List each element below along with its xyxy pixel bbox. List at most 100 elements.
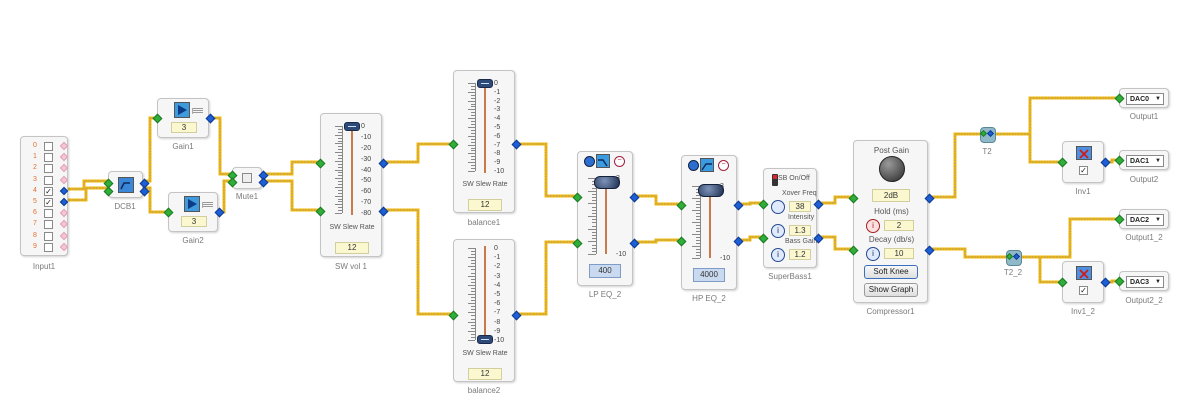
output2-2-dac-select[interactable]: DAC3 <box>1126 276 1164 288</box>
xover-value[interactable]: 38 <box>789 201 811 212</box>
output2-2-block[interactable]: DAC3 <box>1114 271 1169 291</box>
eq-gain-track[interactable] <box>709 186 711 258</box>
input-channel-pin[interactable] <box>59 220 69 229</box>
input-channel-checkbox[interactable] <box>44 209 53 219</box>
eq-frequency-value[interactable]: 400 <box>589 264 621 278</box>
input-channel-checkbox[interactable] <box>44 242 53 252</box>
output1-dac-select[interactable]: DAC0 <box>1126 93 1164 105</box>
inv1-2-block[interactable]: ✓ <box>1057 261 1111 303</box>
gain2-block[interactable]: 3 <box>163 192 225 232</box>
slew-rate-value[interactable]: 12 <box>468 368 502 380</box>
slider-tick-label: 0 <box>494 245 498 252</box>
xover-knob-icon[interactable] <box>771 200 785 214</box>
hold-value[interactable]: 2 <box>884 220 914 231</box>
input-channel-pin[interactable] <box>59 175 69 184</box>
soft-knee-button[interactable]: Soft Knee <box>864 265 918 279</box>
input-channel-label: 4 <box>33 186 37 194</box>
slider-track[interactable] <box>351 124 353 215</box>
wire-comp-t2[interactable] <box>928 132 980 199</box>
mute-checkbox-icon[interactable] <box>242 173 252 183</box>
input-channel-pin[interactable] <box>59 197 69 207</box>
invert-icon <box>1076 146 1092 160</box>
slider-knob[interactable] <box>477 79 493 88</box>
slider-tick-label: -8 <box>494 150 501 158</box>
output1-block[interactable]: DAC0 <box>1114 88 1169 108</box>
slider-track[interactable] <box>484 246 486 342</box>
input-channel-checkbox[interactable]: ✓ <box>44 186 53 196</box>
post-gain-knob[interactable] <box>879 156 905 182</box>
wire-t2-2-inv1-2[interactable] <box>1020 255 1062 284</box>
input-channel-checkbox[interactable] <box>44 231 53 241</box>
dcb1-block[interactable] <box>103 171 150 198</box>
bassgain-knob-icon[interactable]: i <box>771 248 785 262</box>
bassgain-value[interactable]: 1.2 <box>789 249 811 260</box>
slew-rate-value[interactable]: 12 <box>335 242 369 254</box>
slider-knob[interactable] <box>477 335 493 344</box>
intensity-value[interactable]: 1.3 <box>789 225 811 236</box>
decay-knob-icon[interactable]: i <box>866 247 880 261</box>
input-channel-checkbox[interactable] <box>44 220 53 230</box>
decay-value[interactable]: 10 <box>884 248 914 259</box>
t2-2-splitter[interactable] <box>1005 250 1022 266</box>
eq-frequency-value[interactable]: 4000 <box>693 268 725 282</box>
eq-gain-track[interactable] <box>605 178 607 254</box>
slider-knob[interactable] <box>344 122 360 131</box>
eq-gain-knob[interactable] <box>594 176 620 189</box>
input-channel-pin[interactable] <box>59 186 69 196</box>
input-channel-pin[interactable] <box>59 164 69 173</box>
wire-lpeq-hpeq-1[interactable] <box>633 194 681 206</box>
wire-mute1-swvol-1[interactable] <box>262 160 320 176</box>
lpeq-settings-icon[interactable] <box>584 156 595 167</box>
input-channel-pin[interactable] <box>59 231 69 240</box>
slider-scale <box>335 126 343 214</box>
intensity-knob-icon[interactable]: i <box>771 224 785 238</box>
input-channel-pin[interactable] <box>59 208 69 218</box>
decay-label: Decay (db/s) <box>868 235 915 244</box>
inv1-block[interactable]: ✓ <box>1057 141 1111 183</box>
output1-2-dac-select[interactable]: DAC2 <box>1126 214 1164 226</box>
input-channel-checkbox[interactable] <box>44 142 53 151</box>
wire-input5-dcb1-dash <box>66 187 108 201</box>
input-channel-pin[interactable] <box>59 152 69 162</box>
slider-track[interactable] <box>484 81 486 173</box>
t2-splitter[interactable] <box>979 127 996 143</box>
hold-knob-icon[interactable]: i <box>866 219 880 233</box>
sb-toggle-switch[interactable] <box>772 174 778 186</box>
wire-mute1-swvol-2[interactable] <box>262 179 320 212</box>
wire-superbass-comp-2-dash <box>817 236 853 250</box>
input-channel-checkbox[interactable] <box>44 175 53 185</box>
compressor1-block[interactable]: Post Gain 2dB Hold (ms) i 2 Decay (db/s)… <box>848 140 935 303</box>
slew-rate-value[interactable]: 12 <box>468 199 502 211</box>
slider-tick-label: -6 <box>494 300 501 308</box>
show-graph-button[interactable]: Show Graph <box>864 283 918 297</box>
input-channel-label: 1 <box>33 153 37 161</box>
input-channel-checkbox[interactable] <box>44 164 53 174</box>
output2-block[interactable]: DAC1 <box>1114 150 1169 170</box>
output1-2-block[interactable]: DAC2 <box>1114 209 1169 229</box>
inv1-2-checkbox[interactable]: ✓ <box>1079 286 1088 295</box>
input-channel-pin[interactable] <box>59 141 69 151</box>
output2-dac-select[interactable]: DAC1 <box>1126 155 1164 167</box>
input-channel-checkbox[interactable] <box>44 153 53 163</box>
mute1-block[interactable] <box>227 167 269 189</box>
wire-t2-inv1[interactable] <box>994 132 1062 164</box>
gain2-value[interactable]: 3 <box>181 216 207 227</box>
gain1-value[interactable]: 3 <box>171 122 197 133</box>
eq-gain-knob[interactable] <box>698 184 724 197</box>
wire-t2-2-inv1-2-dash <box>1020 256 1062 283</box>
gain1-block[interactable]: 3 <box>152 98 216 138</box>
wire-comp-t2-2[interactable] <box>928 247 1006 259</box>
input-channel-pin[interactable] <box>59 242 69 252</box>
superbass1-block[interactable]: SB On/Off Xover Freq 38 Intensity i 1.3 … <box>758 168 824 268</box>
inv1-checkbox[interactable]: ✓ <box>1079 166 1088 175</box>
input-channel-checkbox[interactable]: ✓ <box>44 198 53 207</box>
post-gain-value[interactable]: 2dB <box>872 189 910 202</box>
wire-t2-output1[interactable] <box>994 96 1119 136</box>
hpeq-settings-icon[interactable] <box>688 160 699 171</box>
